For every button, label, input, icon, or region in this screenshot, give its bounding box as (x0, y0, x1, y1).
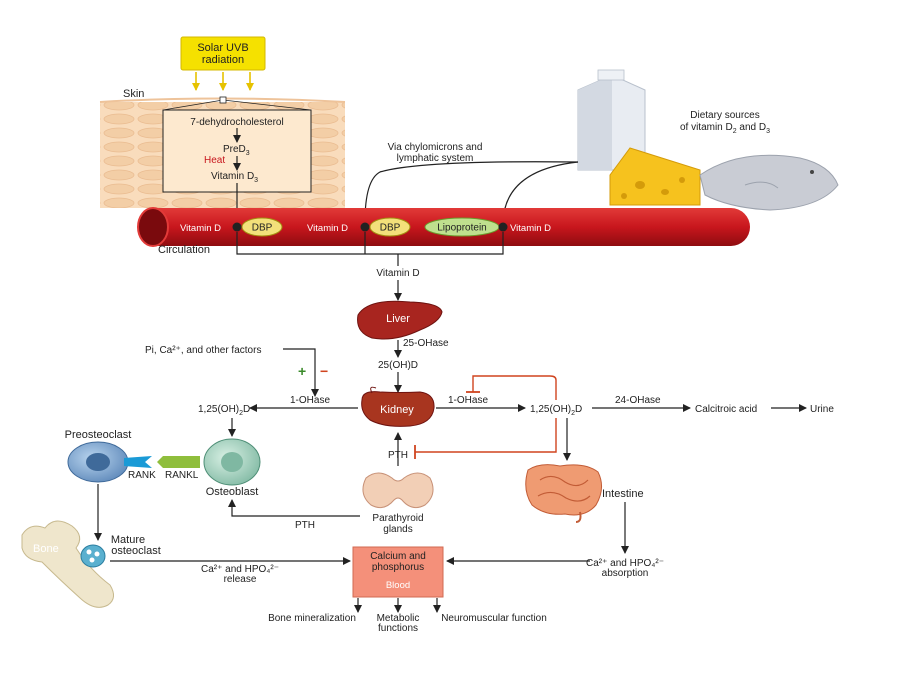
liver-organ (357, 300, 443, 340)
feedback-inhibit-kidney (472, 375, 557, 400)
rank-label: RANK (128, 470, 156, 481)
blood-label-3: Blood (386, 580, 410, 591)
dietary-label-1: Dietary sources (690, 110, 759, 121)
fish-icon (699, 154, 839, 211)
mature-label-1: Mature (111, 534, 145, 546)
vessel-vitd-1: Vitamin D (180, 223, 221, 234)
outcome-neuro: Neuromuscular function (441, 613, 547, 624)
rank-receptor (124, 456, 152, 468)
bone-label: Bone (33, 543, 59, 555)
calcitroic-acid: Calcitroic acid (695, 404, 757, 415)
blood-calcium-box (352, 546, 444, 598)
factors-path (283, 348, 319, 397)
kidney-right-enzyme: 1-OHase (448, 395, 488, 406)
osteoblast-label: Osteoblast (206, 486, 259, 498)
absorption-label-2: absorption (602, 568, 649, 579)
sun-label-1: Solar UVB (197, 42, 248, 54)
sun-label-2: radiation (202, 54, 244, 66)
factors-label: Pi, Ca²⁺, and other factors (145, 345, 261, 356)
preosteoclast-label: Preosteoclast (65, 429, 132, 441)
chylo-label-1: Via chylomicrons and (388, 142, 483, 153)
pth-to-osteoblast (228, 499, 360, 517)
sun-box (180, 36, 266, 71)
skin-pred3: PreD3 (223, 144, 250, 157)
liver-label: Liver (386, 313, 410, 325)
vessel-vitd-2: Vitamin D (307, 223, 348, 234)
feedback-inhibit-pth (415, 418, 557, 453)
outcome-metabolic-2: functions (378, 623, 418, 634)
kidney-label: Kidney (380, 404, 414, 416)
chylo-path-left (361, 161, 579, 223)
rankl-ligand (157, 456, 200, 468)
vessel-vitd-3: Vitamin D (510, 223, 551, 234)
rankl-label: RANKL (165, 470, 199, 481)
milk-carton-icon (577, 69, 646, 171)
chylo-label-2: lymphatic system (397, 153, 474, 164)
mature-osteoclast-cell (80, 544, 106, 568)
vitd-below: Vitamin D (376, 268, 419, 279)
outcome-bone: Bone mineralization (268, 613, 356, 624)
factors-plus: + (298, 363, 306, 379)
factors-minus: − (320, 363, 328, 379)
svg-text:Lipoprotein: Lipoprotein (437, 223, 486, 234)
liver-product: 25(OH)D (378, 360, 418, 371)
svg-text:DBP: DBP (252, 223, 273, 234)
release-label-1: Ca²⁺ and HPO₄²⁻ (201, 564, 279, 575)
skin-7dhc: 7-dehydrocholesterol (190, 117, 283, 128)
skin-conversion-box (162, 109, 312, 193)
blood-label-2: phosphorus (372, 562, 424, 573)
right-calcitriol: 1,25(OH)2D (530, 404, 582, 417)
blood-label-1: Calcium and (370, 551, 426, 562)
parathyroid-organ (362, 472, 434, 509)
intestine-label: Intestine (602, 488, 644, 500)
dietary-label-2: of vitamin D2 and D3 (680, 122, 770, 135)
mature-label-2: osteoclast (111, 545, 161, 557)
parathyroid-label-2: glands (383, 524, 412, 535)
absorption-label-1: Ca²⁺ and HPO₄²⁻ (586, 558, 664, 569)
parathyroid-label-1: Parathyroid (372, 513, 423, 524)
outcome-metabolic-1: Metabolic (377, 613, 420, 624)
intestine-organ (525, 464, 602, 523)
liver-enzyme: 25-OHase (403, 338, 449, 349)
dbp-2 (369, 217, 411, 237)
skin-heat: Heat (204, 155, 225, 166)
kidney-organ (361, 391, 435, 427)
catabolism-enzyme: 24-OHase (615, 395, 661, 406)
skin-vitd3: Vitamin D3 (211, 171, 258, 184)
dbp-1 (241, 217, 283, 237)
circulation-label: Circulation (158, 244, 210, 256)
pth-osteoblast-label: PTH (295, 520, 315, 531)
release-label-2: release (224, 574, 257, 585)
svg-text:DBP: DBP (380, 223, 401, 234)
kidney-left-enzyme: 1-OHase (290, 395, 330, 406)
pth-label: PTH (388, 450, 408, 461)
cheese-icon (609, 147, 701, 206)
left-calcitriol: 1,25(OH)2D (198, 404, 250, 417)
bone-shape (21, 520, 114, 608)
merge-bracket (236, 232, 504, 255)
urine: Urine (810, 404, 834, 415)
skin-label: Skin (123, 88, 144, 100)
